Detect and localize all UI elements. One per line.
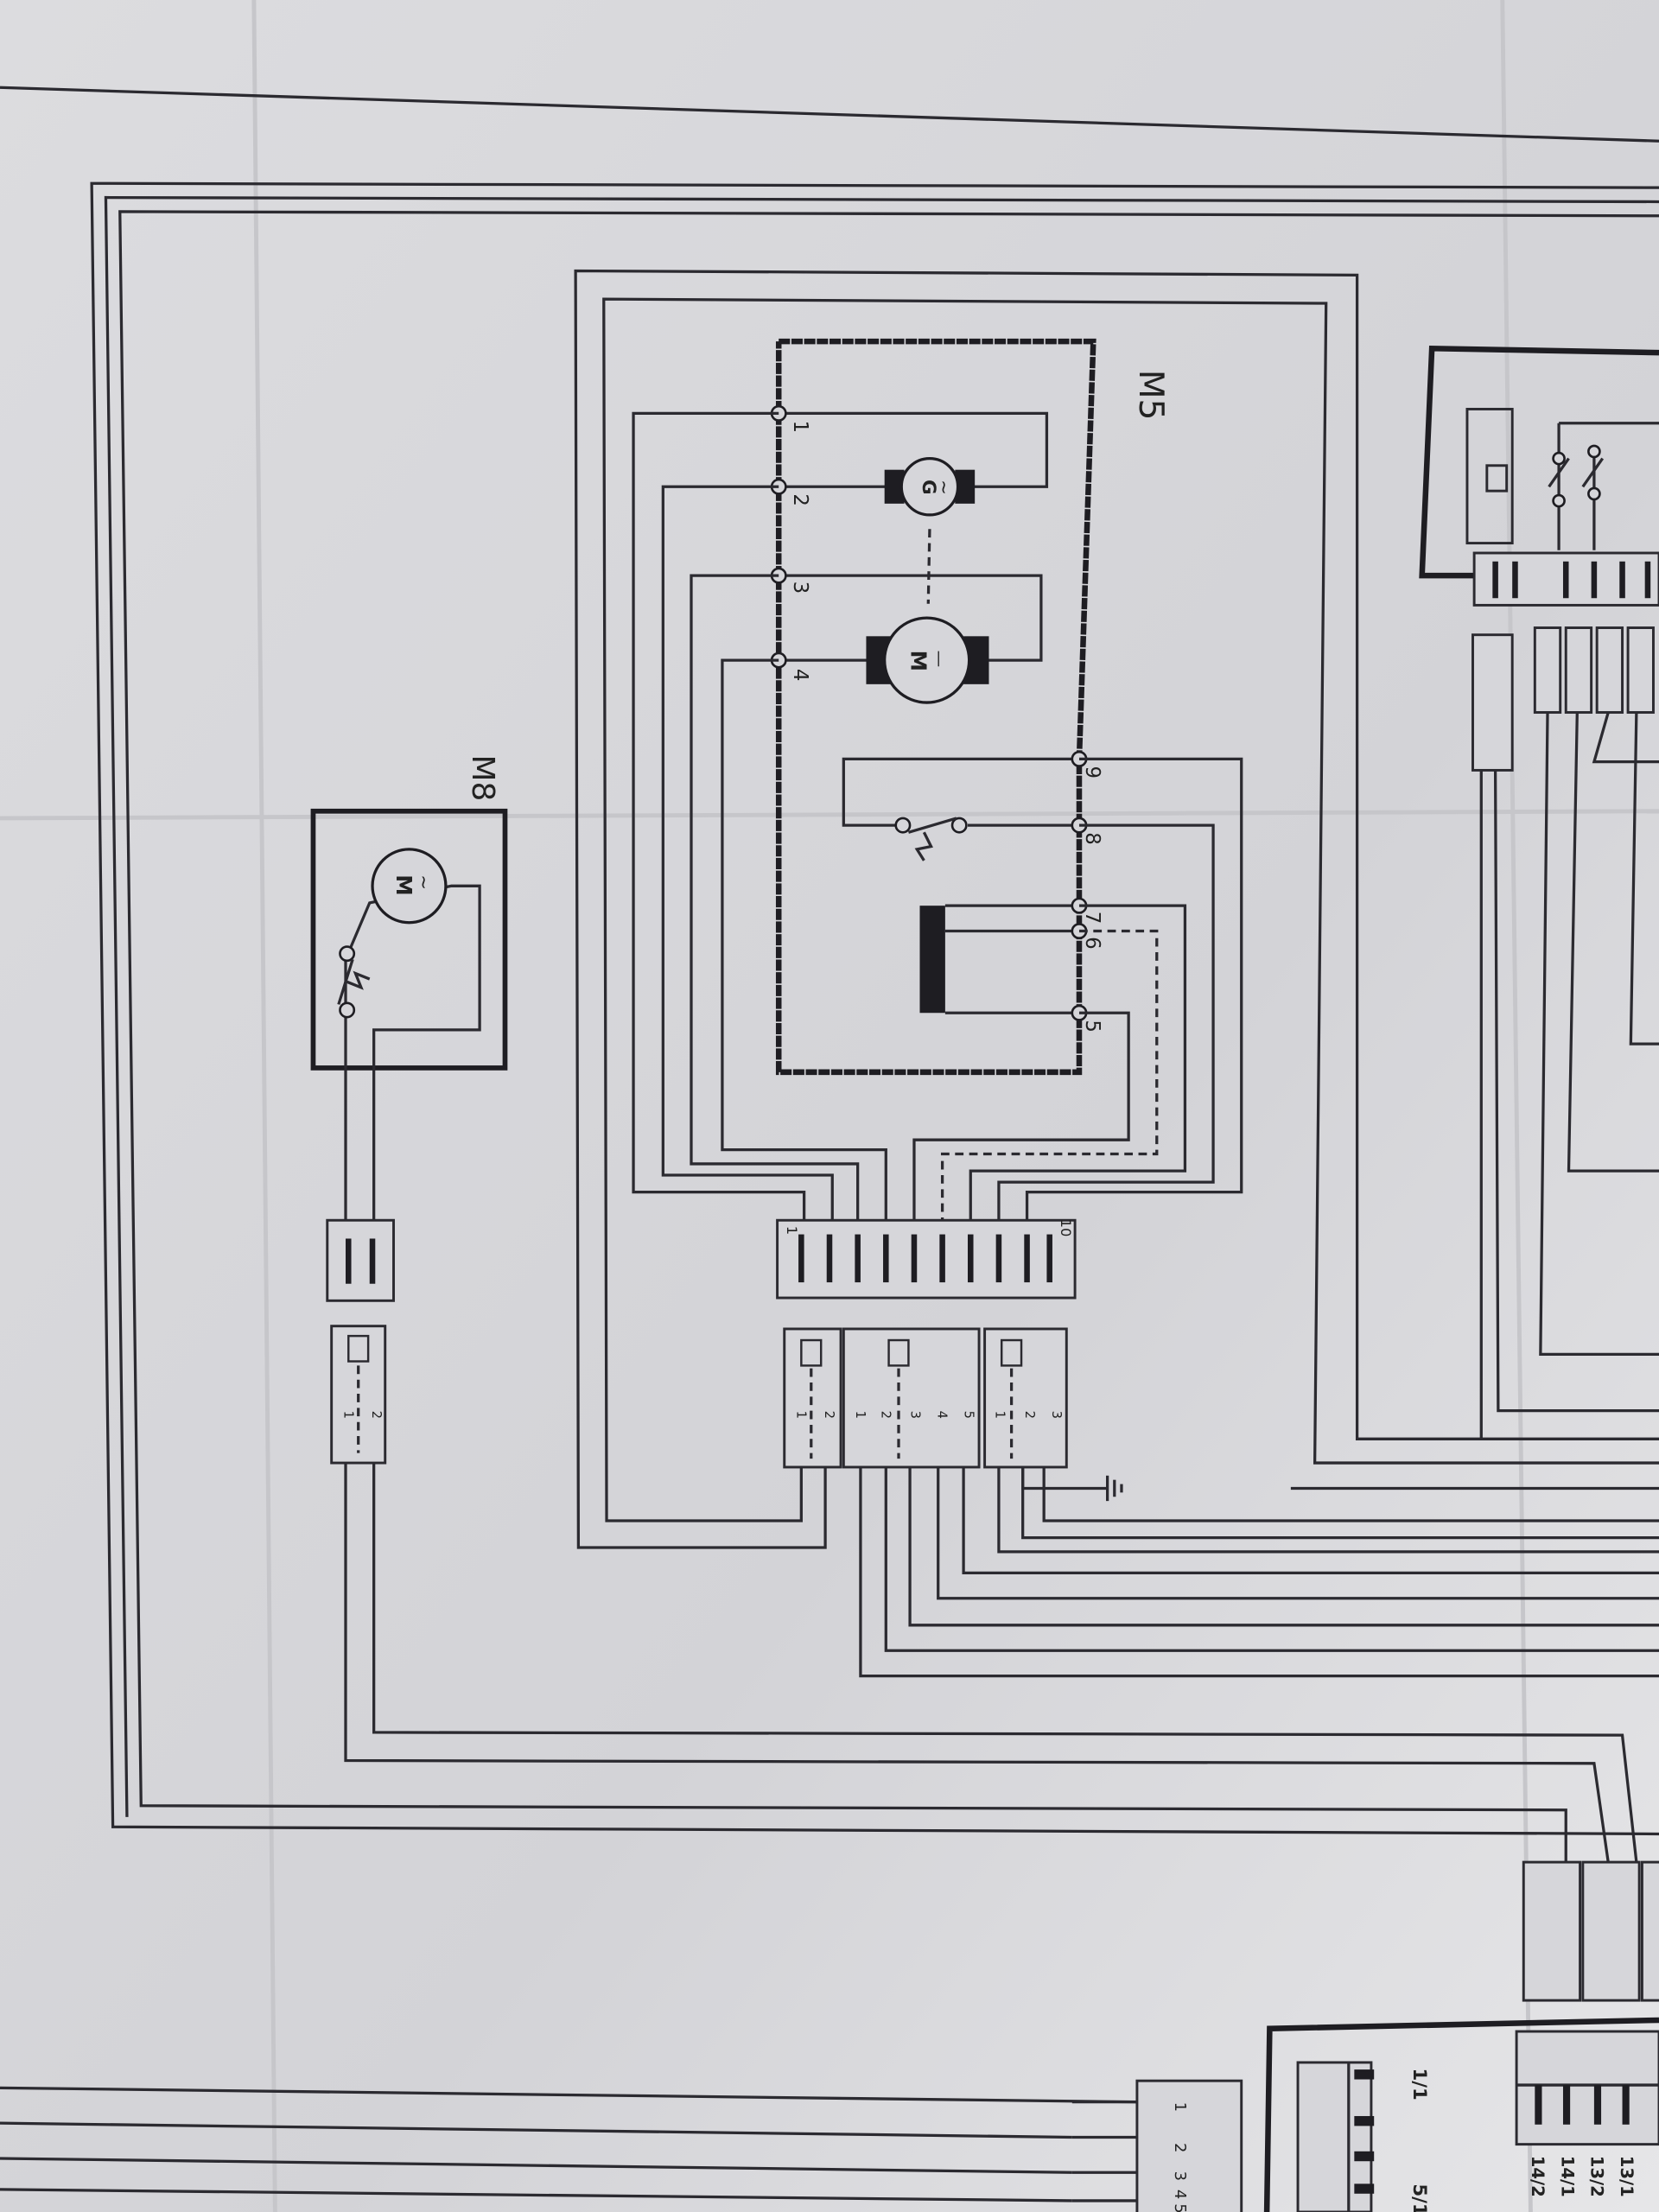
connector-first-pin-label: 1: [784, 1226, 800, 1235]
plug-c-pin-2: 2: [1022, 1411, 1037, 1419]
terminal-label-9: 9: [1081, 766, 1103, 779]
terminal-label-1: 1: [789, 421, 811, 434]
connector-10-pin: 1 10: [776, 1219, 1077, 1300]
right-label-13-1: 13/1: [1617, 2156, 1637, 2197]
terminal-label-4: 4: [789, 669, 811, 682]
m8-motor-label: M: [391, 874, 416, 895]
plug-c-pin-3: 3: [1049, 1411, 1064, 1419]
generator-symbol: G ~: [884, 456, 976, 517]
right-terminal-strip: 14/2 14/1 13/2 13/1: [1515, 2030, 1659, 2197]
bottom-wires: [0, 2086, 1137, 2202]
plug-b: 1 2 3 4 5: [842, 1327, 981, 1469]
generator-label: G: [918, 480, 939, 494]
m8-label: M8: [465, 754, 500, 801]
plug-b-pin-3: 3: [908, 1411, 923, 1419]
brake-block: [919, 904, 1079, 1014]
motor-dc-label: —: [930, 651, 950, 668]
bottom-connector-pin-5: 5: [1171, 2203, 1189, 2212]
bottom-connector-pin-1: 1: [1171, 2102, 1189, 2112]
m8-plug: 1 2: [330, 1325, 387, 1465]
plug-b-pin-5: 5: [962, 1411, 976, 1419]
terminal-label-5: 5: [1081, 1020, 1103, 1033]
ground-icon: [1021, 1466, 1123, 1502]
m5-component: M5 G ~ M —: [770, 338, 1170, 1076]
sheet-border-line: [0, 86, 1659, 143]
terminal-label-bottom: 5/1: [1408, 2183, 1430, 2212]
connector-last-pin-label: 10: [1058, 1219, 1074, 1237]
terminal-label-3: 3: [789, 582, 811, 594]
plug-b-pin-4: 4: [935, 1411, 950, 1419]
terminal-block: 1/1 5/1: [1296, 2061, 1430, 2212]
dc-motor-symbol: M —: [866, 616, 989, 704]
terminal-housing-outline: [1263, 2017, 1659, 2212]
bottom-right-plugs: [1522, 1860, 1659, 2002]
m5-label: M5: [1131, 370, 1170, 421]
m8-component: M8 M ~: [310, 754, 508, 1221]
terminal-label-7: 7: [1081, 912, 1103, 925]
m8-plug-pin-1: 1: [340, 1411, 355, 1419]
m8-connector: [326, 1218, 395, 1302]
terminal-label-top: 1/1: [1408, 2068, 1430, 2100]
generator-ac-label: ~: [933, 480, 955, 495]
m5-loop-wires: [574, 269, 1659, 1678]
m8-thermal-switch-icon: [337, 945, 371, 1019]
plug-a-pin-2: 2: [822, 1411, 836, 1419]
right-label-14-2: 14/2: [1528, 2156, 1548, 2197]
m8-plug-pin-2: 2: [369, 1411, 384, 1419]
right-label-13-2: 13/2: [1587, 2156, 1607, 2197]
plug-a: 1 2: [783, 1327, 842, 1469]
m5-connector-wires: [632, 411, 1243, 1221]
relay-module: [1419, 345, 1659, 1440]
plug-c-pin-1: 1: [993, 1411, 1007, 1419]
terminal-label-8: 8: [1081, 832, 1103, 845]
terminal-label-2: 2: [789, 493, 811, 506]
terminal-label-6: 6: [1081, 937, 1103, 950]
bottom-connector-pin-4: 4: [1171, 2190, 1189, 2199]
thermal-switch-icon: [842, 757, 1079, 861]
outer-harness-wires: [90, 181, 1659, 1863]
plug-b-pin-2: 2: [878, 1411, 893, 1419]
m8-ac-label: ~: [412, 874, 434, 890]
motor-label: M: [906, 651, 931, 671]
bottom-connector: 1 2 3 4 5: [1071, 2079, 1243, 2212]
bottom-connector-pin-2: 2: [1171, 2143, 1189, 2152]
plug-c: 1 2 3: [983, 1327, 1068, 1469]
right-label-14-1: 14/1: [1557, 2156, 1577, 2197]
m8-motor-symbol: M ~: [371, 848, 448, 925]
plug-a-pin-1: 1: [793, 1411, 808, 1419]
plug-b-pin-1: 1: [853, 1411, 868, 1419]
bottom-connector-pin-3: 3: [1171, 2171, 1189, 2181]
